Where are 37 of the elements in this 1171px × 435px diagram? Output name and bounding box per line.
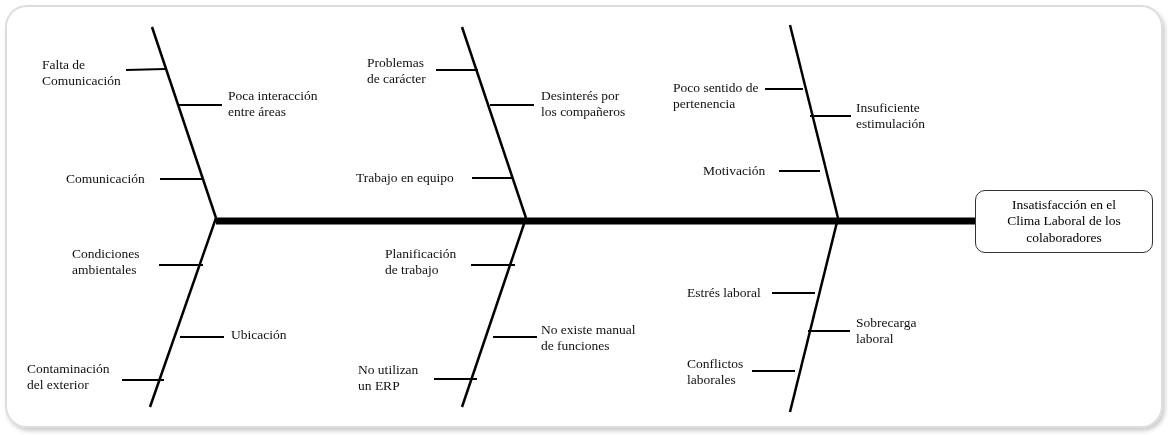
cause-label: Estrés laboral xyxy=(687,285,772,301)
cause-label: Falta de Comunicación xyxy=(42,57,132,89)
connector-line xyxy=(471,177,513,179)
cause-label: Condiciones ambientales xyxy=(72,246,160,278)
connector-line xyxy=(435,69,479,71)
cause-label: Poca interacción entre áreas xyxy=(228,88,326,120)
effect-box: Insatisfacción en el Clima Laboral de los colaboradores xyxy=(975,190,1153,253)
connector-line xyxy=(778,170,821,172)
connector-line xyxy=(809,115,852,117)
connector-line xyxy=(159,178,204,180)
connector-line xyxy=(158,264,204,266)
connector-line xyxy=(764,88,804,90)
connector-line xyxy=(179,336,225,338)
cause-label: Planificación de trabajo xyxy=(385,246,470,278)
cause-label: Contaminación del exterior xyxy=(27,361,122,393)
cause-label: Problemas de carácter xyxy=(367,55,437,87)
connector-line xyxy=(489,104,535,106)
cause-label: Poco sentido de pertenencia xyxy=(673,80,759,112)
connector-line xyxy=(177,104,223,106)
connector-line xyxy=(125,68,166,71)
cause-label: Desinterés por los compañeros xyxy=(541,88,637,120)
cause-label: Ubicación xyxy=(231,327,311,343)
cause-label: Conflictos laborales xyxy=(687,356,752,388)
cause-label: Comunicación xyxy=(66,171,161,187)
connector-line xyxy=(807,330,851,332)
connector-line xyxy=(121,379,165,381)
cause-label: Trabajo en equipo xyxy=(356,170,471,186)
connector-line xyxy=(751,370,796,372)
cause-label: No existe manual de funciones xyxy=(541,322,641,354)
cause-label: Insuficiente estimulación xyxy=(856,100,956,132)
cause-label: No utilizan un ERP xyxy=(358,362,430,394)
connector-line xyxy=(771,292,816,294)
cause-label: Sobrecarga laboral xyxy=(856,315,946,347)
connector-line xyxy=(433,378,478,380)
cause-label: Motivación xyxy=(703,163,778,179)
connector-line xyxy=(470,264,516,266)
connector-line xyxy=(492,336,538,338)
